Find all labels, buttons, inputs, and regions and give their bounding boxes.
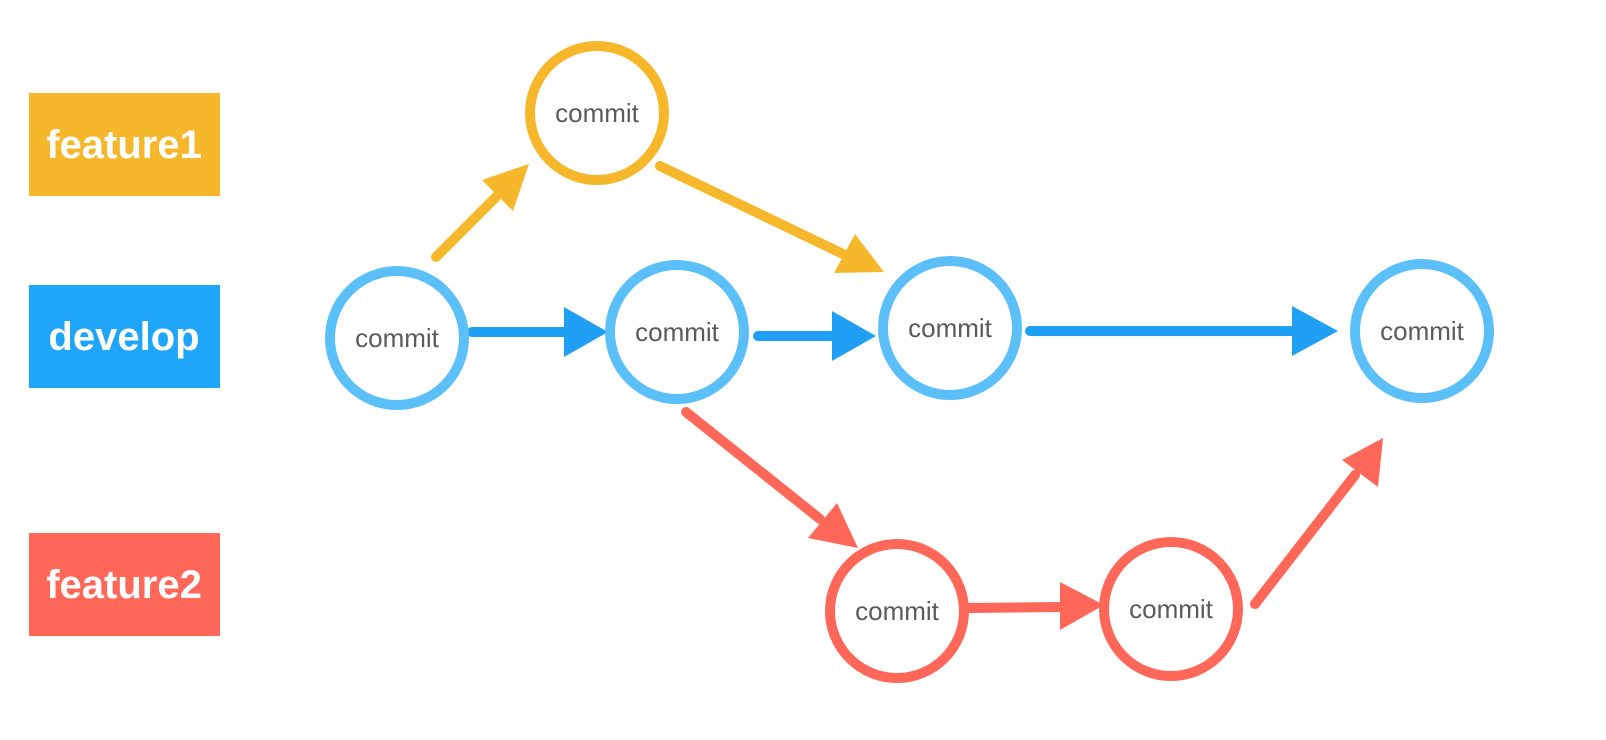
branch-box-feature2: feature2: [29, 533, 220, 636]
edge-d1-d2: [467, 307, 608, 357]
edge-d1-d2-arrowhead: [564, 307, 608, 357]
edge-d2-f2a: [681, 407, 858, 548]
commit-node-d3: commit: [878, 256, 1022, 400]
branch-box-develop-bg: [29, 285, 220, 388]
edge-d3-d4: [1025, 306, 1338, 356]
commit-node-d4: commit: [1350, 259, 1494, 403]
edge-f2b-d4-arrowhead: [1342, 438, 1383, 487]
edge-f1a-d3: [655, 161, 884, 273]
edge-f2b-d4-shaft: [1250, 470, 1360, 609]
commit-node-d2-ring: [605, 260, 749, 404]
branch-box-feature1: feature1: [29, 93, 220, 196]
edge-d1-f1a-arrowhead: [482, 164, 529, 211]
commit-label-d1: commit: [355, 323, 440, 353]
commit-node-f2b: commit: [1099, 537, 1243, 681]
commit-node-f1a-ring: [525, 41, 669, 185]
edge-d2-d3-arrowhead: [832, 311, 876, 361]
commit-node-d2: commit: [605, 260, 749, 404]
commit-node-d1: commit: [325, 266, 469, 410]
commit-node-f2a: commit: [825, 539, 969, 683]
edge-f2a-f2b-shaft: [963, 602, 1068, 613]
branch-box-feature1-bg: [29, 93, 220, 196]
edge-f2b-d4: [1250, 438, 1383, 609]
commit-node-d1-ring: [325, 266, 469, 410]
commit-node-d3-ring: [878, 256, 1022, 400]
edge-f2a-f2b-arrowhead: [1060, 582, 1104, 630]
edge-d2-f2a-shaft: [681, 407, 825, 524]
edge-f2a-f2b: [963, 582, 1104, 630]
branch-label-develop: develop: [48, 315, 199, 359]
commit-label-d3: commit: [908, 313, 993, 343]
branch-box-feature2-bg: [29, 533, 220, 636]
commit-label-f2b: commit: [1129, 594, 1214, 624]
edge-d1-f1a-shaft: [431, 191, 502, 262]
edge-f1a-d3-shaft: [655, 161, 850, 260]
branch-legend: feature1 develop feature2: [29, 93, 220, 636]
commit-nodes: commit commit commit commit commit commi…: [325, 41, 1494, 683]
commit-label-f1a: commit: [555, 98, 640, 128]
edge-d3-d4-arrowhead: [1292, 306, 1338, 356]
commit-node-f2a-ring: [825, 539, 969, 683]
edge-d2-d3: [753, 311, 876, 361]
commit-label-d4: commit: [1380, 316, 1465, 346]
commit-node-f2b-ring: [1099, 537, 1243, 681]
branch-label-feature2: feature2: [46, 563, 202, 607]
commit-node-f1a: commit: [525, 41, 669, 185]
commit-label-f2a: commit: [855, 596, 940, 626]
commit-node-d4-ring: [1350, 259, 1494, 403]
branch-box-develop: develop: [29, 285, 220, 388]
edges: [431, 161, 1383, 630]
edge-d1-f1a: [431, 164, 529, 262]
edge-d2-f2a-arrowhead: [808, 503, 858, 548]
commit-label-d2: commit: [635, 317, 720, 347]
branch-label-feature1: feature1: [46, 123, 202, 167]
edge-f1a-d3-arrowhead: [834, 234, 884, 273]
